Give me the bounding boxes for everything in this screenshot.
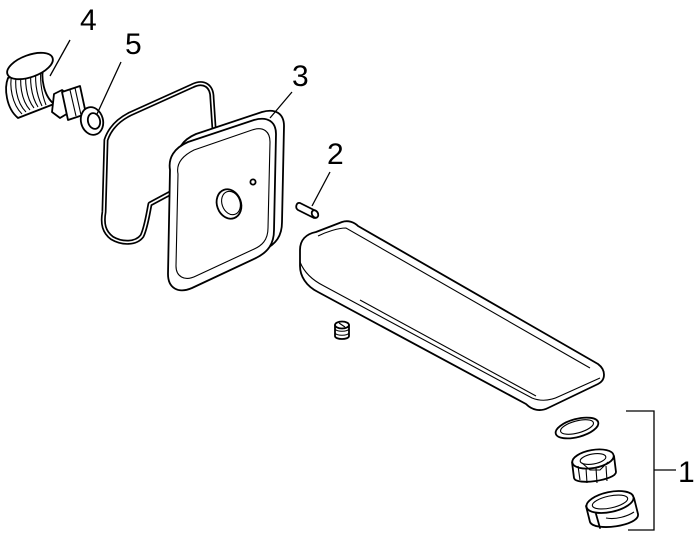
aerator-housing [585, 490, 639, 529]
threaded-connector-part-4 [5, 51, 87, 121]
callout-3: 3 [292, 60, 309, 93]
set-screw [334, 320, 350, 340]
leader-line-4 [49, 39, 71, 77]
callout-1: 1 [678, 456, 695, 489]
aerator-insert [571, 448, 617, 484]
part-1-bracket [626, 410, 676, 531]
escutcheon-plate-part-3 [167, 109, 285, 292]
callout-2: 2 [327, 138, 344, 171]
spout-body [299, 220, 605, 411]
leader-line-5 [96, 61, 122, 115]
leader-line-2 [311, 171, 331, 207]
aerator-washer [554, 416, 600, 440]
leader-line-3 [269, 91, 293, 119]
callout-5: 5 [125, 28, 142, 61]
callout-4: 4 [80, 4, 97, 37]
pin-part-2 [295, 202, 320, 219]
